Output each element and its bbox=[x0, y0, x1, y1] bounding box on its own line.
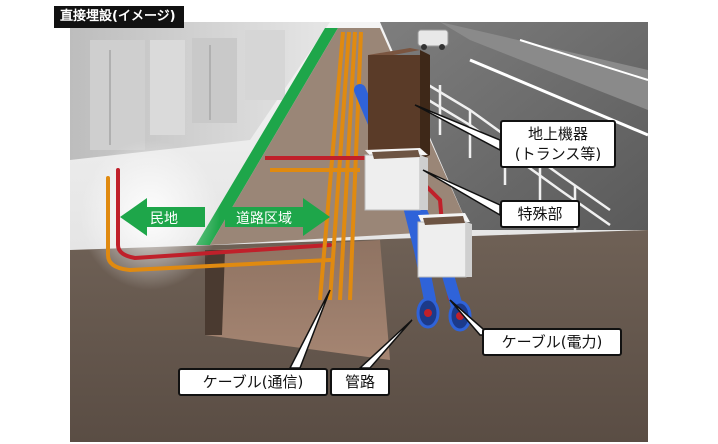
special-vault-lower bbox=[417, 213, 472, 278]
ground-transformer bbox=[368, 48, 430, 160]
power-cable-callout: ケーブル(電力) bbox=[482, 328, 622, 356]
telecom-cable-callout: ケーブル(通信) bbox=[178, 368, 328, 396]
road-area-label: 道路区域 bbox=[236, 211, 292, 227]
page-title: 直接埋設(イメージ) bbox=[54, 6, 184, 28]
trench-wall bbox=[205, 250, 225, 335]
trench bbox=[205, 240, 390, 360]
callout-pointers bbox=[288, 104, 501, 369]
private-land-arrow bbox=[120, 198, 205, 236]
special-vault-upper bbox=[364, 148, 428, 211]
boundary-green-line bbox=[196, 28, 338, 245]
vehicle bbox=[417, 29, 449, 50]
ground-equipment-sublabel: (トランス等) bbox=[514, 145, 602, 163]
special-section-callout: 特殊部 bbox=[500, 200, 580, 228]
telecom-cables bbox=[270, 31, 363, 301]
private-land-cables bbox=[106, 168, 332, 273]
private-land-label: 民地 bbox=[150, 211, 178, 227]
buildings bbox=[70, 22, 330, 160]
ground-equipment-callout: 地上機器 (トランス等) bbox=[500, 120, 616, 168]
road-area-arrow bbox=[225, 198, 330, 236]
ground-equipment-label: 地上機器 bbox=[527, 125, 588, 143]
conduit-callout: 管路 bbox=[330, 368, 390, 396]
